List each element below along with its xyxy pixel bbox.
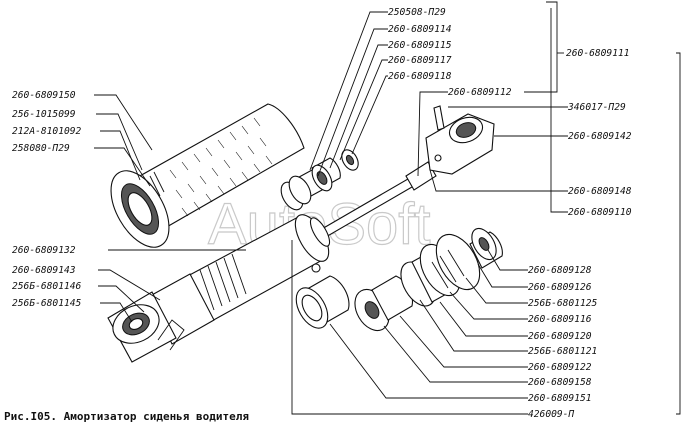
shock-cylinder-body [107,214,331,363]
label-260-6809118: 260-6809118 [388,71,452,82]
label-260-6809122: 260-6809122 [528,362,592,373]
label-256b-6801146: 256Б-6801146 [12,281,82,292]
upper-seal-stack [280,149,359,211]
label-260-6809120: 260-6809120 [528,331,592,342]
label-260-6809142: 260-6809142 [568,131,632,142]
label-260-6809128: 260-6809128 [528,265,592,276]
label-260-6809143: 260-6809143 [12,265,76,276]
label-260-6809126: 260-6809126 [528,282,592,293]
label-250508-p29: 250508-П29 [388,7,446,18]
piston-rod-upper-eye [295,105,495,253]
label-260-6809150: 260-6809150 [12,90,76,101]
label-260-6809117: 260-6809117 [388,55,452,66]
label-260-6809148: 260-6809148 [568,186,632,197]
valve-assembly [354,227,503,332]
label-260-6809110: 260-6809110 [568,207,632,218]
label-258080-p29: 258080-П29 [12,143,70,154]
label-212a-8101092: 212А-8101092 [12,126,82,137]
label-256-1015099: 256-1015099 [12,109,76,120]
label-256b-6801125: 256Б-6801125 [528,298,598,309]
label-260-6809114: 260-6809114 [388,24,452,35]
label-260-6809111: 260-6809111 [566,48,630,59]
label-256b-6801121: 256Б-6801121 [528,346,597,357]
label-260-6809115: 260-6809115 [388,40,452,51]
label-426009-p: 426009-П [528,409,574,420]
label-346017-p29: 346017-П29 [567,102,626,113]
figure-caption: Рис.I05. Амортизатор сиденья водителя [4,410,249,423]
label-256b-6801145: 256Б-6801145 [12,298,82,309]
label-260-6809158: 260-6809158 [528,377,592,388]
label-260-6809116: 260-6809116 [528,314,592,325]
leader-lines [94,1,681,415]
sleeve [295,275,350,329]
dust-cover [110,103,305,248]
part-labels: 250508-П29 260-6809114 260-6809115 260-6… [12,7,632,420]
label-260-6809151: 260-6809151 [528,393,592,404]
label-260-6809132: 260-6809132 [12,245,76,256]
label-260-6809112: 260-6809112 [448,87,512,98]
